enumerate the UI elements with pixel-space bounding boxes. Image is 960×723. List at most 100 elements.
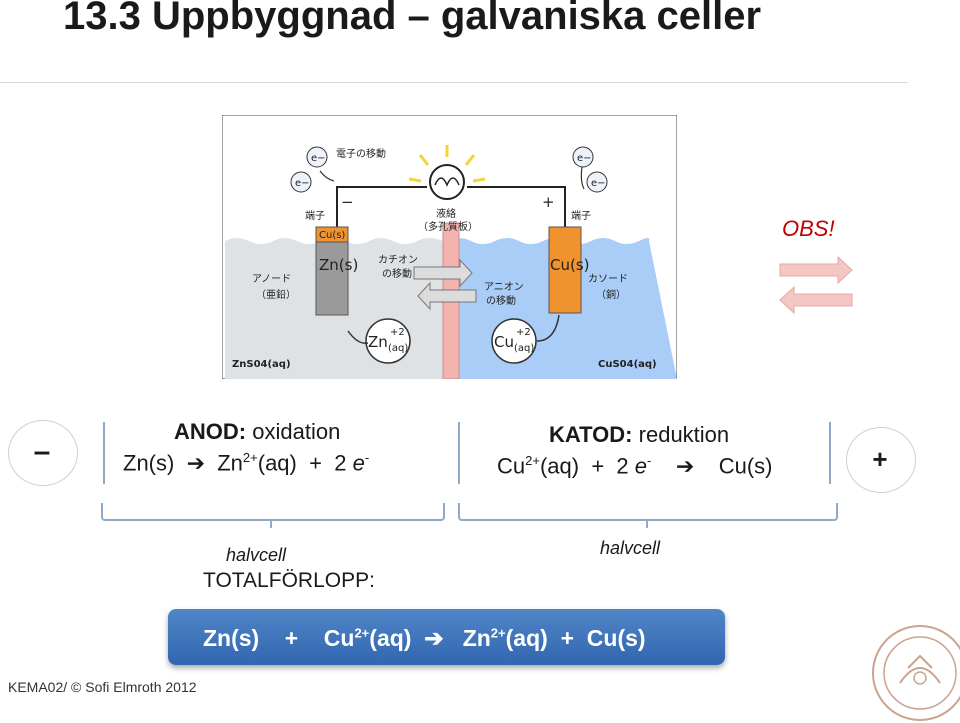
double-arrow-icon <box>779 256 853 314</box>
right-wire <box>467 186 566 228</box>
zinc-ion-charge: +2 <box>390 327 405 338</box>
cathode-charge: 2+ <box>525 453 540 468</box>
anode-sign-circle <box>8 420 78 486</box>
anode-heading: ANOD: oxidation <box>174 419 340 445</box>
copper-ion-arrow <box>536 314 560 342</box>
arrow-icon: ➔ <box>424 625 444 651</box>
total-plus2: + <box>560 625 575 651</box>
zinc-ion-symbol: Zn <box>368 333 388 351</box>
electron-label: e− <box>311 153 326 164</box>
copper-ion-state: (aq) <box>514 343 534 354</box>
total-rhs2: Cu(s) <box>586 625 646 651</box>
footer-credit: KEMA02/ © Sofi Elmroth 2012 <box>8 679 197 695</box>
zinc-ion <box>365 318 411 364</box>
total-charge2: 2+ <box>490 625 506 641</box>
terminal-label-left: 端子 <box>305 209 325 222</box>
anode-sign: – <box>33 435 51 468</box>
filament-icon <box>434 177 460 187</box>
total-state2: (aq) <box>505 625 548 651</box>
copper-ion-charge: +2 <box>516 327 531 338</box>
cathode-sign-circle <box>846 427 916 493</box>
anode-label: アノード <box>252 274 291 285</box>
terminal-cu-label: Cu(s) <box>319 230 345 241</box>
cation-label: カチオン <box>378 254 418 266</box>
anion-label: の移動 <box>486 294 516 307</box>
anode-electron: e <box>352 450 365 476</box>
copper-electrode-label: Cu(s) <box>550 256 590 274</box>
anode-process: oxidation <box>252 419 341 444</box>
cathode-label: KATOD: <box>549 422 633 447</box>
anode-charge: 2+ <box>242 450 258 465</box>
salt-bridge-label: 液絡 <box>436 207 456 220</box>
total-charge1: 2+ <box>354 625 370 641</box>
halfcell-brace-right <box>458 503 838 521</box>
title-divider <box>0 82 908 83</box>
zinc-ion-state: (aq) <box>388 343 408 354</box>
terminal-label-right: 端子 <box>571 209 591 222</box>
anode-coef: 2 <box>334 450 347 476</box>
plus-label: + <box>542 193 555 211</box>
anode-state: (aq) <box>257 450 297 476</box>
zinc-ion-arrow <box>347 330 369 344</box>
anode-label: ANOD: <box>174 419 247 444</box>
cathode-electron: e <box>634 453 648 479</box>
cathode-label: カソード <box>588 273 628 285</box>
copper-ion-symbol: Cu <box>494 333 514 351</box>
anode-plus: + <box>309 450 322 476</box>
cathode-equation: Cu2+(aq) + 2 e- ➔ Cu(s) <box>497 453 773 479</box>
electron-3 <box>572 146 594 168</box>
anode-equation: Zn(s) ➔ Zn2+(aq) + 2 e- <box>123 450 369 476</box>
left-wire <box>336 186 427 228</box>
cation-label: の移動 <box>382 267 412 280</box>
bulb-icon <box>429 164 465 200</box>
total-plus1: + <box>284 625 299 651</box>
total-ion2: Zn <box>462 625 491 651</box>
cation-arrow <box>413 258 473 288</box>
total-label: TOTALFÖRLOPP: <box>203 569 375 592</box>
cathode-label: （銅） <box>596 288 626 301</box>
slide-title: 13.3 Uppbyggnad – galvaniska celler <box>63 0 762 38</box>
electron-label: e− <box>591 178 606 189</box>
anode-e-charge: - <box>364 450 370 465</box>
cathode-process: reduktion <box>638 422 730 447</box>
electron-flow-arrow-left <box>319 170 335 182</box>
total-state1: (aq) <box>369 625 412 651</box>
arrow-icon: ➔ <box>675 453 695 479</box>
left-solution-label: ZnS04(aq) <box>232 359 291 370</box>
electron-1 <box>306 146 328 168</box>
halfcell-label-right: halvcell <box>600 538 661 558</box>
anode-ion: Zn <box>217 450 243 476</box>
light-rays-icon <box>408 145 486 183</box>
electron-4 <box>586 171 608 193</box>
electron-flow-arrow-right <box>580 166 585 190</box>
total-equation: Zn(s) + Cu2+(aq) ➔ Zn2+(aq) + Cu(s) <box>203 625 646 652</box>
cathode-divider-left <box>458 422 460 484</box>
cathode-state: (aq) <box>539 453 580 479</box>
zinc-electrode <box>315 241 349 316</box>
electron-label: e− <box>295 178 310 189</box>
total-reaction-box <box>168 609 725 665</box>
total-ion1: Cu <box>323 625 355 651</box>
electron-2 <box>290 171 312 193</box>
cathode-coef: 2 <box>616 453 629 479</box>
anion-label: アニオン <box>484 281 524 293</box>
anode-divider <box>103 422 105 484</box>
minus-label: − <box>341 193 354 211</box>
zinc-electrode-label: Zn(s) <box>319 256 358 274</box>
cathode-e-charge: - <box>647 453 652 468</box>
galvanic-cell-diagram: e− e− e− e− 電子の移動 − + 端子 端子 Cu(s) 液絡 （多孔… <box>222 115 677 379</box>
cathode-ion: Cu <box>497 453 526 479</box>
halfcell-brace-right-tick <box>646 520 648 528</box>
university-seal-icon <box>872 625 960 721</box>
anode-lhs: Zn(s) <box>123 450 175 476</box>
halfcell-brace-left-tick <box>270 520 272 528</box>
halfcell-label-left: halvcell <box>226 545 287 565</box>
copper-electrode <box>548 226 582 314</box>
cathode-plus: + <box>591 453 605 479</box>
salt-bridge-label: （多孔質板） <box>418 220 478 233</box>
electron-label: e− <box>577 153 592 164</box>
anode-label: （亜鉛） <box>256 288 296 301</box>
right-solution-label: CuS04(aq) <box>598 359 657 370</box>
total-lhs1: Zn(s) <box>203 625 260 651</box>
copper-ion <box>491 318 537 364</box>
